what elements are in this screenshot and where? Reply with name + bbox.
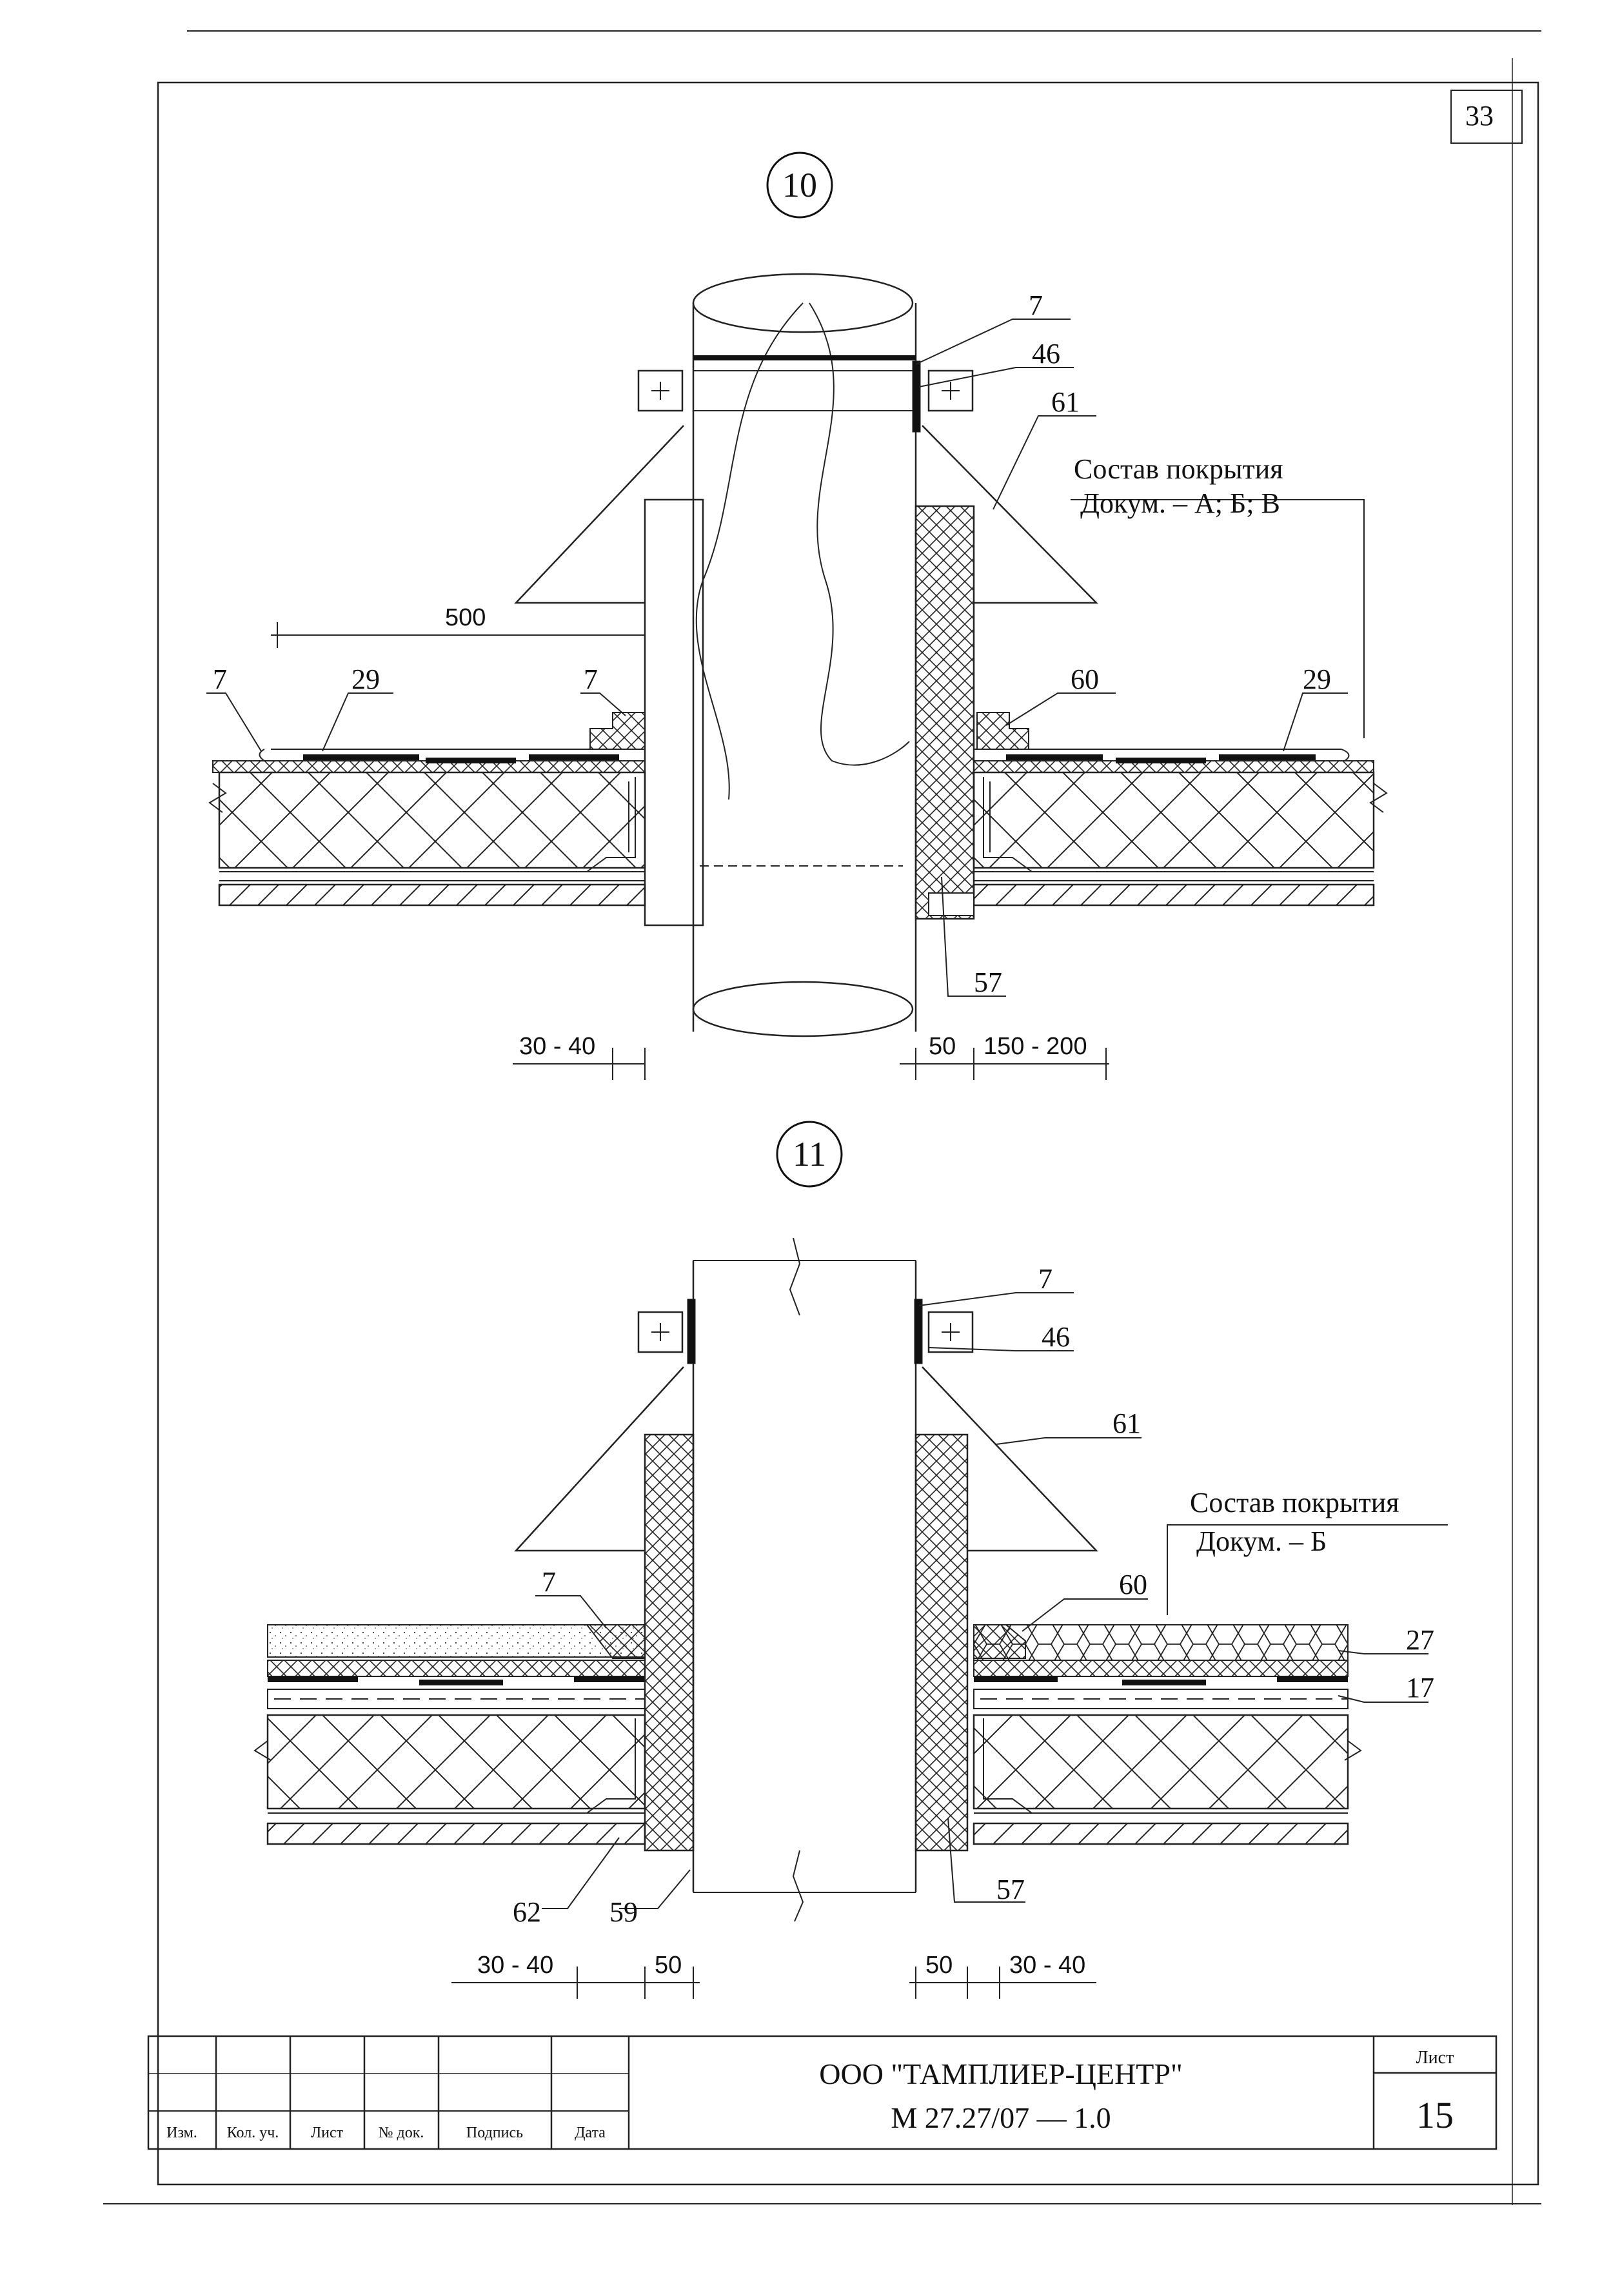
title-col-date: Дата [575,2124,606,2141]
callout-29-right: 29 [1303,663,1331,695]
pipe-11 [692,1237,917,1922]
pipe-sleeve-10 [644,498,975,927]
dim-30-40: 30 - 40 [519,1033,595,1060]
dim-50-left: 50 [655,1952,682,1979]
title-sheet-label: Лист [1416,2048,1454,2068]
dimensions-11 [451,1967,1096,1999]
detail-11: 11 [253,1121,1448,1999]
callout-57: 57 [996,1874,1025,1905]
callout-59: 59 [609,1896,638,1928]
composition-note-line2: Докум. – Б [1196,1526,1327,1557]
dim-500: 500 [445,604,486,631]
callout-7-top: 7 [1029,289,1043,321]
dim-30-40-left: 30 - 40 [477,1952,553,1979]
title-col-doc-no: № док. [379,2124,424,2141]
title-col-kol-uch: Кол. уч. [227,2124,279,2141]
corner-page-number: 33 [1465,100,1494,132]
detail-10: 10 [206,152,1388,1080]
detail-10-marker [766,152,833,219]
callout-7-mid: 7 [584,663,598,695]
umbrella-collar-10 [514,360,1098,604]
title-col-izm: Изм. [166,2124,197,2141]
pipe-10 [692,273,917,1037]
leaders-10 [206,319,1365,997]
title-organization: ООО "ТАМПЛИЕР-ЦЕНТР" [819,2057,1183,2090]
callout-46: 46 [1042,1321,1070,1353]
dim-150-200: 150 - 200 [983,1033,1087,1060]
dim-50-right: 50 [925,1952,953,1979]
detail-11-marker [776,1121,843,1188]
detail-11-marker-label: 11 [793,1135,826,1173]
composition-note-line1: Состав покрытия [1190,1487,1399,1518]
umbrella-collar-11 [514,1299,1098,1552]
dim-30-40-right: 30 - 40 [1009,1952,1085,1979]
title-col-signature: Подпись [466,2124,523,2141]
callout-7-left: 7 [213,663,227,695]
title-col-list: Лист [311,2124,344,2141]
leaders-11 [535,1292,1448,1909]
callout-60: 60 [1071,663,1099,695]
roof-slab-10 [208,712,1388,907]
pipe-sleeve-11 [644,1433,969,1852]
composition-note-line2: Докум. – А; Б; В [1080,487,1280,519]
callout-27: 27 [1406,1624,1434,1656]
sheet-frame [103,30,1541,2205]
detail-10-marker-label: 10 [782,166,817,204]
callout-29-left: 29 [351,663,380,695]
roof-slab-11 [253,1624,1362,1845]
callout-61: 61 [1112,1408,1141,1439]
dim-50: 50 [929,1033,956,1060]
composition-note-line1: Состав покрытия [1074,453,1283,485]
callout-7-left: 7 [542,1566,556,1598]
callout-62: 62 [513,1896,541,1928]
callout-46: 46 [1032,338,1060,369]
title-sheet-number: 15 [1416,2094,1454,2136]
title-document-code: М 27.27/07 — 1.0 [891,2101,1111,2134]
dimensions-10 [271,622,1109,1080]
callout-7-top: 7 [1038,1263,1053,1295]
title-block [147,2035,1497,2150]
callout-17: 17 [1406,1672,1434,1703]
callout-60: 60 [1119,1569,1147,1600]
callout-61: 61 [1051,386,1080,418]
callout-57: 57 [974,966,1002,998]
